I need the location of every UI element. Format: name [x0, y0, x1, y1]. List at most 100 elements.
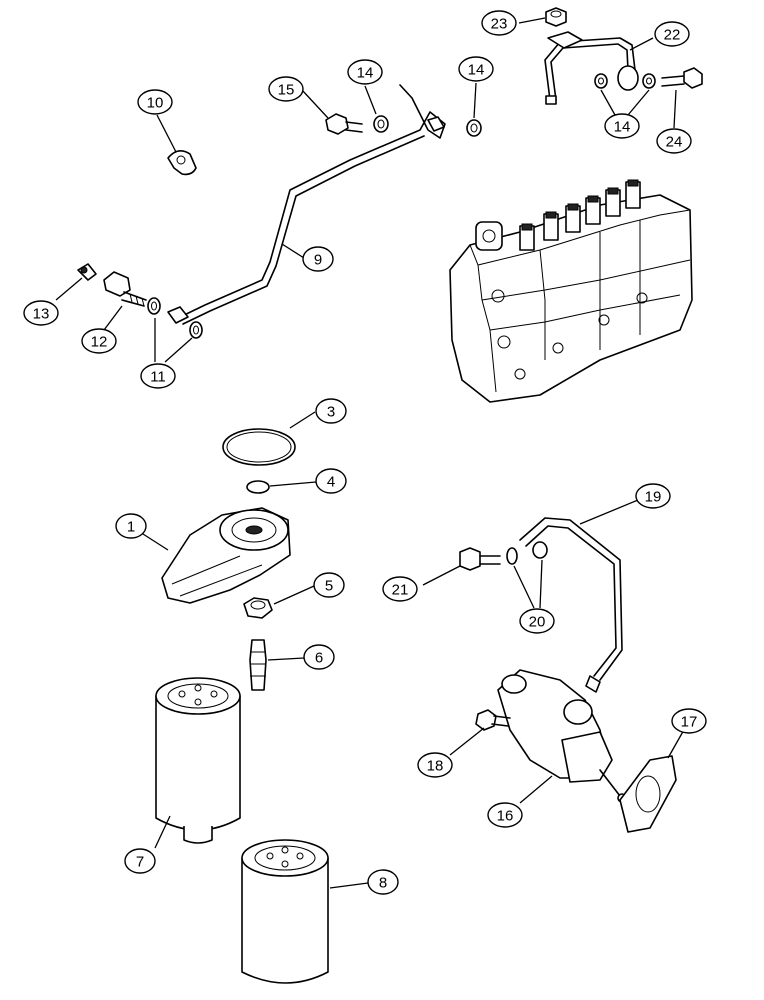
callout-bubble: [654, 21, 690, 47]
washer-14b: [466, 119, 482, 137]
callout-c20: 20: [519, 608, 555, 634]
callout-c4: 4: [315, 468, 347, 494]
callout-bubble: [124, 848, 156, 874]
fitting-13: [77, 263, 97, 281]
callout-number: 5: [325, 578, 333, 595]
callout-bubble: [635, 483, 671, 509]
callout-number: 22: [664, 27, 681, 44]
callout-c15: 15: [268, 76, 304, 102]
callout-bubble: [417, 752, 453, 778]
callout-c5: 5: [313, 572, 345, 598]
callout-number: 24: [666, 134, 683, 151]
callout-bubble: [382, 576, 418, 602]
callout-c24: 24: [656, 128, 692, 154]
callout-c16: 16: [487, 802, 523, 828]
bolt-24: [661, 67, 703, 89]
callout-c13: 13: [23, 300, 59, 326]
callout-bubble: [315, 398, 347, 424]
callout-number: 20: [529, 614, 546, 631]
callout-number: 8: [379, 875, 387, 892]
callout-bubble: [487, 802, 523, 828]
callout-c6: 6: [303, 644, 335, 670]
callout-bubble: [656, 128, 692, 154]
callout-bubble: [347, 59, 383, 85]
callout-bubble: [671, 708, 707, 734]
injection-pump: [449, 179, 693, 403]
nut-23: [545, 7, 567, 27]
callout-number: 19: [645, 489, 662, 506]
bolt-21: [459, 547, 501, 571]
fuel-filter-7: [155, 677, 241, 844]
callout-bubble: [367, 869, 399, 895]
callout-number: 9: [314, 252, 322, 269]
callout-c11: 11: [140, 363, 176, 389]
bolt-15: [325, 113, 363, 135]
callout-bubble: [303, 644, 335, 670]
fuel-filter-8: [241, 839, 329, 984]
fuel-line-22: [544, 31, 639, 105]
washer-14a: [373, 115, 389, 133]
callout-bubble: [604, 113, 640, 139]
callout-bubble: [315, 468, 347, 494]
callout-c18: 18: [417, 752, 453, 778]
callout-c14a: 14: [347, 59, 383, 85]
banjo-bolt-12: [103, 271, 147, 307]
callout-number: 16: [497, 808, 514, 825]
callout-number: 14: [614, 119, 631, 136]
callout-number: 14: [357, 65, 374, 82]
callout-number: 23: [491, 16, 508, 33]
callout-c21: 21: [382, 576, 418, 602]
callout-number: 15: [278, 82, 295, 99]
callout-c17: 17: [671, 708, 707, 734]
callout-c9: 9: [302, 246, 334, 272]
washers-20: [506, 541, 548, 565]
callout-number: 14: [468, 62, 485, 79]
callout-number: 7: [136, 854, 144, 871]
callout-bubble: [481, 10, 517, 36]
callout-c10: 10: [137, 89, 173, 115]
nut-5: [243, 597, 273, 619]
o-ring-3: [222, 428, 296, 466]
callout-number: 6: [315, 650, 323, 667]
callout-bubble: [137, 89, 173, 115]
callout-bubble: [268, 76, 304, 102]
callout-number: 18: [427, 758, 444, 775]
callout-bubble: [81, 328, 117, 354]
callout-bubble: [140, 363, 176, 389]
fuel-line-19: [519, 517, 623, 693]
callout-number: 21: [392, 582, 409, 599]
callout-number: 11: [150, 369, 166, 386]
callout-c3: 3: [315, 398, 347, 424]
callout-number: 13: [33, 306, 50, 323]
lift-pump-16: [497, 669, 627, 803]
bolt-18: [475, 709, 511, 731]
callout-c14c: 14: [604, 113, 640, 139]
callout-c1: 1: [115, 513, 147, 539]
clamp-10: [167, 150, 197, 176]
callout-bubble: [519, 608, 555, 634]
callout-c23: 23: [481, 10, 517, 36]
callout-number: 10: [147, 95, 164, 112]
fuel-line-9: [167, 84, 446, 325]
o-ring-4: [246, 480, 270, 494]
filter-head-1: [161, 507, 291, 604]
callout-c22: 22: [654, 21, 690, 47]
callout-c7: 7: [124, 848, 156, 874]
callout-number: 17: [681, 714, 698, 731]
callout-bubble: [115, 513, 147, 539]
callout-bubble: [313, 572, 345, 598]
callout-number: 4: [327, 474, 335, 491]
callout-number: 1: [127, 519, 135, 536]
gasket-17: [619, 755, 677, 833]
callout-number: 12: [91, 334, 108, 351]
washers-14c: [594, 73, 656, 89]
callout-bubble: [458, 56, 494, 82]
fitting-6: [249, 639, 267, 691]
leader-lines: [55, 17, 686, 889]
callout-c8: 8: [367, 869, 399, 895]
callout-bubble: [302, 246, 334, 272]
callout-number: 3: [327, 404, 335, 421]
callout-c14b: 14: [458, 56, 494, 82]
